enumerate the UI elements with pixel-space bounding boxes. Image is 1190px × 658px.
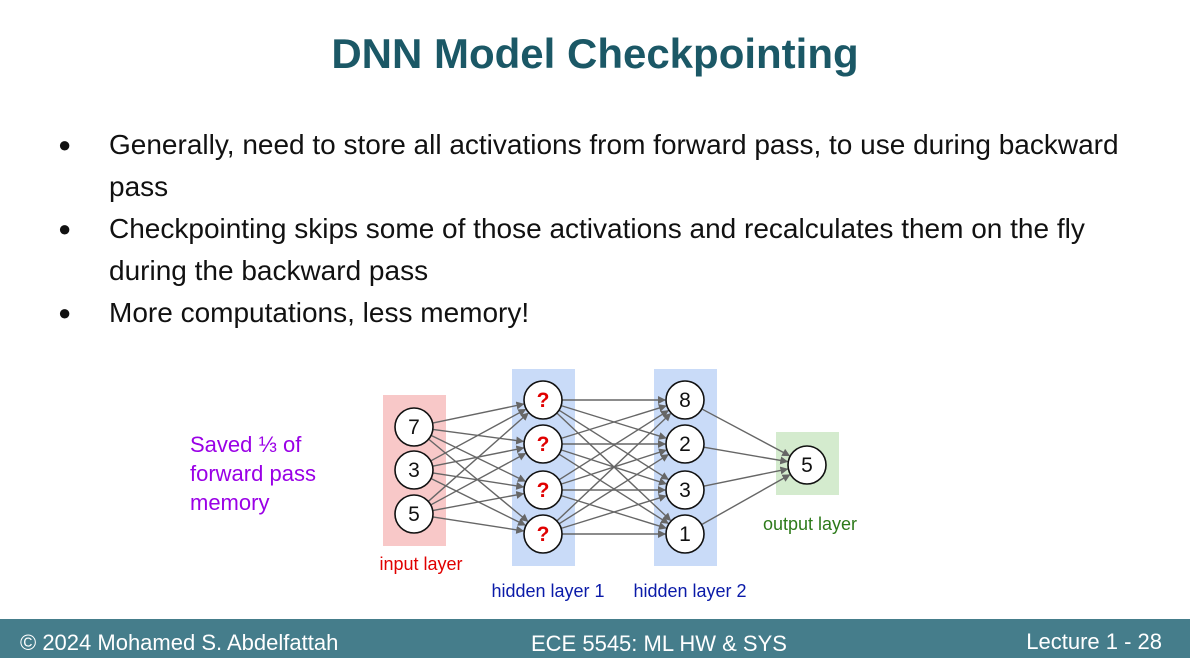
hidden-2-node-value: 2	[679, 433, 691, 456]
connection-edge	[703, 466, 789, 487]
hidden-1-node	[523, 380, 563, 420]
connection-edge	[432, 516, 525, 534]
hidden-1-node	[523, 470, 563, 510]
input-layer-label: input layer	[379, 554, 462, 574]
bullet-item: ● More computations, less memory!	[58, 292, 1148, 334]
connection-edge	[432, 401, 525, 424]
bullet-text: More computations, less memory!	[109, 297, 530, 328]
connection-edge	[430, 408, 527, 462]
bullet-dot-icon: ●	[58, 216, 72, 241]
connection-edge	[701, 474, 791, 526]
bullet-item: ● Checkpointing skips some of those activ…	[58, 208, 1148, 292]
input-node-value: 3	[408, 459, 420, 482]
hidden-2-layer-label: hidden layer 2	[633, 581, 746, 601]
bullet-text: Checkpointing skips some of those activa…	[109, 213, 1085, 286]
connection-edge	[703, 446, 789, 465]
connection-edge	[560, 404, 667, 440]
hidden-2-node	[665, 380, 705, 420]
hidden-2-node-value: 8	[679, 389, 691, 412]
hidden-2-node-value: 3	[679, 479, 691, 502]
output-node	[787, 445, 827, 485]
connection-edge	[558, 454, 669, 525]
hidden-1-node-value: ?	[537, 389, 550, 412]
bullet-text: Generally, need to store all activations…	[109, 129, 1119, 202]
output-node-value: 5	[801, 454, 813, 477]
connection-edge	[701, 408, 791, 457]
hidden-1-layer-label: hidden layer 1	[491, 581, 604, 601]
footer-course: ECE 5545: ML HW & SYS	[531, 631, 787, 656]
connection-edge	[556, 413, 672, 522]
hidden-1-node	[523, 514, 563, 554]
connection-edge	[558, 410, 669, 481]
footer-bar: © 2024 Mohamed S. Abdelfattah ECE 5545: …	[0, 619, 1190, 658]
footer-copyright: © 2024 Mohamed S. Abdelfattah	[20, 630, 339, 655]
connection-edge	[432, 491, 525, 512]
memory-note: Saved ⅓ of forward pass memory	[190, 432, 316, 515]
network-diagram: 7 3 5???? 8 2 3 1 5 input layer hidden layer 1 hi…	[379, 369, 857, 601]
input-node-value: 7	[408, 416, 420, 439]
hidden-1-node	[523, 424, 563, 464]
hidden-2-node	[665, 514, 705, 554]
input-node-value: 5	[408, 503, 420, 526]
hidden-2-node	[665, 424, 705, 464]
output-layer-label: output layer	[763, 514, 857, 534]
hidden-1-node-value: ?	[537, 433, 550, 456]
connection-edge	[430, 452, 527, 506]
slide-title: DNN Model Checkpointing	[331, 30, 859, 77]
connection-edge	[560, 494, 667, 530]
bullet-dot-icon: ●	[58, 132, 72, 157]
hidden-2-node	[665, 470, 705, 510]
footer-lecture: Lecture 1 - 28	[1026, 629, 1162, 654]
hidden-1-node-value: ?	[537, 523, 550, 546]
hidden-2-node-value: 1	[679, 523, 691, 546]
bullet-list: ● Generally, need to store all activation…	[58, 124, 1148, 334]
bullet-dot-icon: ●	[58, 300, 72, 325]
connection-edge	[427, 412, 529, 502]
bullet-item: ● Generally, need to store all activation…	[58, 124, 1148, 208]
hidden-1-node-value: ?	[537, 479, 550, 502]
input-node	[394, 494, 434, 534]
input-node	[394, 450, 434, 490]
input-node	[394, 407, 434, 447]
